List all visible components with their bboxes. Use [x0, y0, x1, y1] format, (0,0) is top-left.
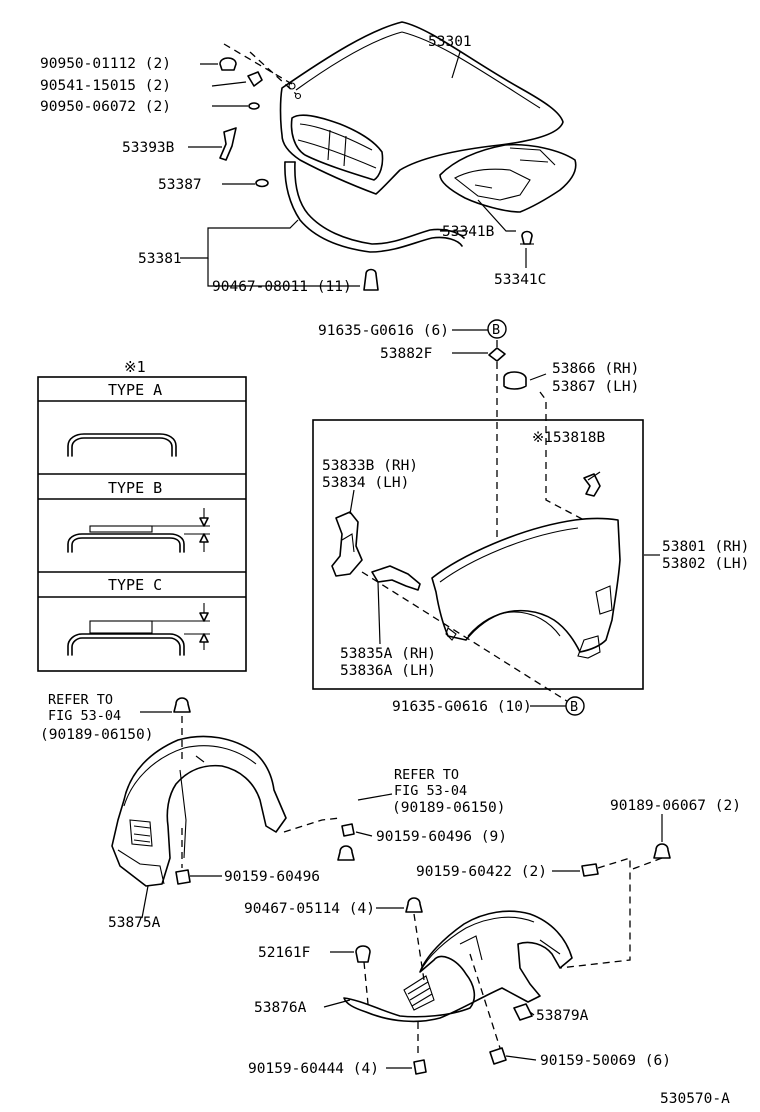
legend-type-c: TYPE C [108, 576, 162, 594]
type-legend [37, 376, 247, 672]
label-90159-60444: 90159-60444 (4) [248, 1061, 379, 1077]
label-53341b: 53341B [442, 224, 495, 240]
type-c-profile [67, 633, 185, 656]
label-90159-60422: 90159-60422 (2) [416, 864, 547, 880]
liner-clip-mid [337, 845, 355, 861]
callout-b-bottom-letter: B [570, 699, 578, 715]
rear-retainer [513, 1003, 533, 1021]
label-53867: 53867 (LH) [552, 379, 639, 395]
label-53387: 53387 [158, 177, 202, 193]
callout-b-top-letter: B [492, 322, 500, 338]
label-90467-05114: 90467-05114 (4) [244, 901, 375, 917]
fender-leader-lines [349, 329, 660, 707]
label-90159-60496-9: 90159-60496 (9) [376, 829, 507, 845]
callout-b-top [487, 319, 507, 339]
front-fender [431, 517, 621, 659]
label-53802: 53802 (LH) [662, 556, 749, 572]
top-leader-lines [180, 43, 527, 287]
label-53393b: 53393B [122, 140, 175, 156]
label-refer-1b: FIG 53-04 [48, 708, 121, 724]
rear-clip-left [355, 945, 371, 963]
label-53301: 53301 [428, 34, 472, 50]
hood-seal [284, 161, 465, 253]
label-90189-06067: 90189-06067 (2) [610, 798, 741, 814]
legend-type-a: TYPE A [108, 381, 162, 399]
label-53834: 53834 (LH) [322, 475, 409, 491]
label-52161f: 52161F [258, 945, 310, 961]
hood-cushion [255, 178, 269, 188]
fender-pad [488, 347, 506, 362]
hood-panel [279, 21, 564, 195]
hood-seal-clip [363, 268, 379, 291]
label-53866: 53866 (RH) [552, 361, 639, 377]
label-91635-g0616-6: 91635-G0616 (6) [318, 323, 449, 339]
type-c-pad [89, 620, 153, 634]
legend-type-b: TYPE B [108, 479, 162, 497]
type-a-profile [67, 433, 177, 457]
fender-brace [331, 511, 363, 577]
fender-cushion [503, 371, 527, 390]
label-refer-2b: FIG 53-04 [394, 783, 467, 799]
rear-screw-right [581, 863, 599, 877]
rear-liner-leaders [323, 814, 663, 1069]
label-53818b: ※153818B [532, 430, 606, 446]
callout-b-bottom [565, 696, 585, 716]
type-b-profile [67, 533, 185, 553]
liner-clip-upper [173, 697, 191, 713]
label-53341c: 53341C [494, 272, 546, 288]
part-labels: 53301 90950-01112 (2) 90541-15015 (2) 90… [40, 34, 749, 1107]
legend-labels: ※1 TYPE A TYPE B TYPE C [108, 358, 162, 594]
hood-fasteners [219, 57, 263, 110]
rear-screw-bottom [413, 1059, 427, 1075]
label-53381: 53381 [138, 251, 182, 267]
front-liner-leaders [140, 711, 393, 919]
label-53833b: 53833B (RH) [322, 458, 418, 474]
legend-note: ※1 [124, 358, 146, 376]
front-fender-liner [111, 735, 287, 887]
fender-frame [312, 419, 644, 690]
hood-insulator [439, 143, 577, 213]
type-b-pad [89, 525, 153, 533]
label-90159-60496: 90159-60496 [224, 869, 320, 885]
fender-liner-bracket [371, 565, 421, 591]
label-53875a: 53875A [108, 915, 161, 931]
figure-code: 530570-A [660, 1091, 730, 1107]
label-refer-2c: (90189-06150) [392, 800, 506, 816]
label-53879a: 53879A [536, 1008, 589, 1024]
label-53836a: 53836A (LH) [340, 663, 436, 679]
rear-fender-liner [343, 910, 573, 1023]
label-91635-g0616-10: 91635-G0616 (10) [392, 699, 532, 715]
liner-screw-lower [175, 869, 191, 885]
liner-screw-mid [341, 823, 355, 837]
rear-clip-top [405, 897, 423, 913]
label-53801: 53801 (RH) [662, 539, 749, 555]
hood-bracket [219, 127, 237, 161]
label-53882f: 53882F [380, 346, 432, 362]
label-90950-06072: 90950-06072 (2) [40, 99, 171, 115]
rear-clip-right [653, 843, 671, 859]
label-90541-15015: 90541-15015 (2) [40, 78, 171, 94]
label-53835a: 53835A (RH) [340, 646, 436, 662]
label-90159-50069: 90159-50069 (6) [540, 1053, 671, 1069]
legend-frame [37, 376, 247, 672]
label-refer-1a: REFER TO [48, 692, 113, 708]
hood-clip [520, 230, 534, 245]
label-90467-08011: 90467-08011 (11) [212, 279, 352, 295]
label-refer-2a: REFER TO [394, 767, 459, 783]
rear-screw-bottom-right [489, 1047, 507, 1065]
label-53876a: 53876A [254, 1000, 307, 1016]
label-refer-1c: (90189-06150) [40, 727, 154, 743]
label-90950-01112: 90950-01112 (2) [40, 56, 171, 72]
